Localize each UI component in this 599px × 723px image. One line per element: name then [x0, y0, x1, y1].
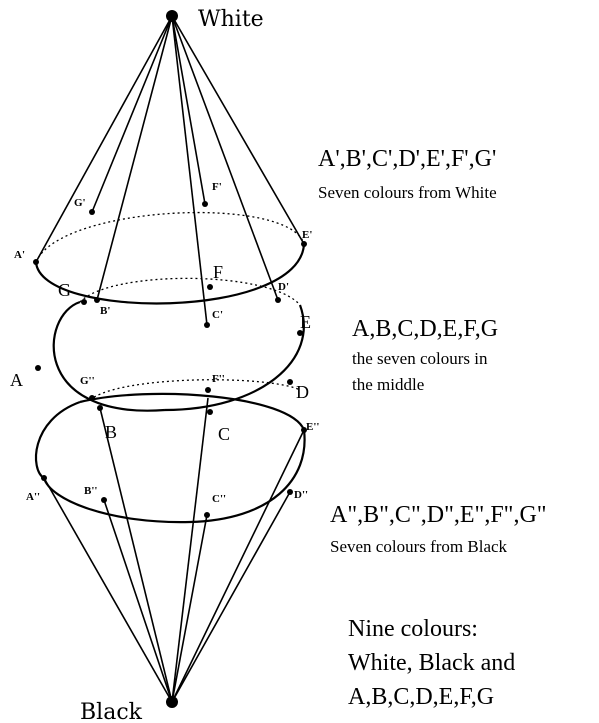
bottom-rim-front: [42, 429, 306, 524]
summary-line2: White, Black and: [348, 650, 515, 676]
top-cone-edge-f: [171, 15, 206, 205]
label-c-double: C'': [212, 493, 226, 505]
white-label: White: [198, 7, 264, 32]
summary-line3: A,B,C,D,E,F,G: [348, 684, 494, 710]
point-c-double: [204, 512, 210, 518]
label-g: G: [58, 280, 71, 300]
top-cone-edge-c: [171, 15, 208, 326]
bottom-cone-edge-b-mid: [99, 407, 173, 703]
summary-line1: Nine colours:: [348, 616, 478, 642]
label-b: B: [105, 422, 117, 442]
label-d-prime: D': [278, 281, 289, 293]
point-f-double: [205, 387, 211, 393]
middle-right-arc: [164, 304, 305, 412]
label-a-prime: A': [14, 249, 25, 261]
label-b-prime: B': [100, 305, 110, 317]
point-e-prime: [301, 241, 307, 247]
top-cone-caption: A',B',C',D',E',F',G': [318, 146, 496, 172]
bottom-cone-edge-a: [43, 477, 173, 703]
point-e: [297, 330, 303, 336]
middle-description-line1: the seven colours in: [352, 349, 488, 368]
label-d-double: D'': [294, 489, 308, 501]
point-f: [207, 284, 213, 290]
point-c-prime: [204, 322, 210, 328]
bottom-cone-edge-b: [103, 499, 173, 703]
top-cone-edge-g: [91, 15, 173, 213]
label-c-prime: C': [212, 309, 223, 321]
label-e-prime: E': [302, 229, 312, 241]
bottom-cone-edge-c-mid: [171, 397, 209, 703]
label-g-double: G'': [80, 375, 95, 387]
point-d-double: [287, 489, 293, 495]
label-f-prime: F': [212, 181, 222, 193]
middle-band: [52, 277, 305, 412]
top-cone-edge-b: [96, 15, 173, 301]
point-b: [97, 405, 103, 411]
point-g-prime: [89, 209, 95, 215]
bottom-cone-edge-d: [171, 491, 291, 703]
point-b-double: [101, 497, 107, 503]
top-cone-edge-e: [171, 15, 305, 245]
label-f: F: [213, 262, 223, 282]
label-d: D: [296, 382, 309, 402]
top-cone: [34, 15, 306, 326]
point-d: [287, 379, 293, 385]
point-e-double: [301, 427, 307, 433]
point-c: [207, 409, 213, 415]
bottom-cone-caption: A",B",C",D",E",F",G": [330, 502, 547, 528]
point-g: [81, 299, 87, 305]
middle-caption: A,B,C,D,E,F,G: [352, 316, 498, 342]
point-b-prime: [94, 297, 100, 303]
bottom-rim-top: [79, 392, 306, 431]
label-c: C: [218, 424, 230, 444]
bottom-cone-edge-e: [171, 429, 305, 703]
label-e: E: [300, 312, 311, 332]
top-rim-back: [35, 211, 305, 263]
middle-lower-back: [89, 379, 301, 401]
bottom-cone: [34, 392, 306, 703]
point-a-double: [41, 475, 47, 481]
point-f-prime: [202, 201, 208, 207]
middle-description-line2: the middle: [352, 375, 424, 394]
bottom-rim-left: [34, 400, 81, 479]
top-rim-front: [34, 243, 306, 305]
label-e-double: E'': [306, 421, 319, 433]
black-label: Black: [80, 700, 143, 723]
point-d-prime: [275, 297, 281, 303]
black-apex-dot: [166, 696, 178, 708]
top-cone-edge-d: [171, 15, 279, 301]
middle-left-arc: [52, 300, 166, 412]
point-a: [35, 365, 41, 371]
label-a: A: [10, 370, 23, 390]
point-g-double: [89, 395, 95, 401]
bottom-cone-description: Seven colours from Black: [330, 537, 508, 556]
top-cone-edge-a: [35, 15, 173, 263]
point-a-prime: [33, 259, 39, 265]
label-g-prime: G': [74, 197, 86, 209]
label-a-double: A'': [26, 491, 40, 503]
white-apex-dot: [166, 10, 178, 22]
top-cone-description: Seven colours from White: [318, 183, 497, 202]
bottom-cone-edge-c: [171, 514, 208, 703]
label-b-double: B'': [84, 485, 97, 497]
point-markers: [33, 201, 307, 518]
label-f-double: F'': [212, 373, 225, 385]
